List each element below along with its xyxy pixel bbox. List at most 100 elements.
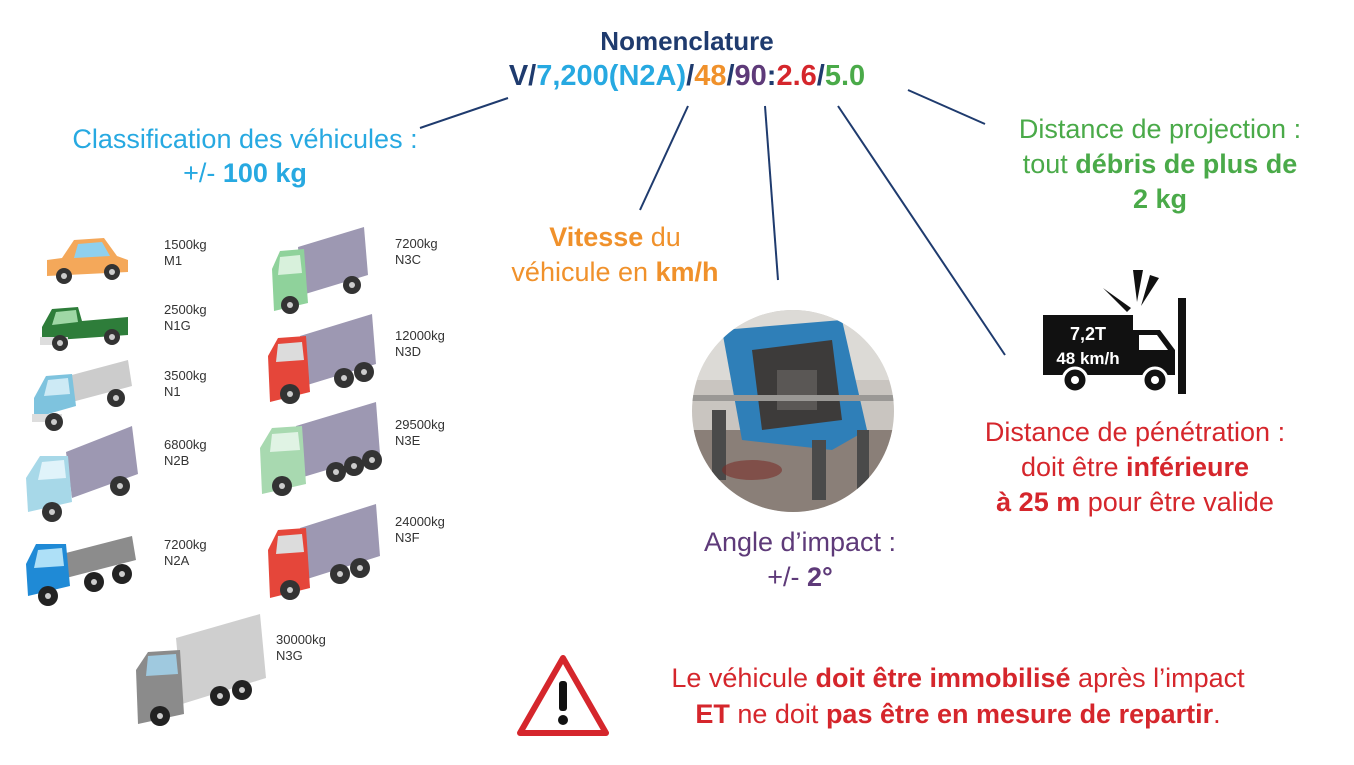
speed-text: Vitesse du véhicule en km/h: [470, 220, 760, 290]
vehicle-code: M1: [164, 253, 183, 268]
vehicle-code: N3G: [276, 648, 303, 663]
angle-line2: +/- 2°: [660, 560, 940, 595]
projection-line3: 2 kg: [970, 182, 1350, 217]
code-mass: 7,200(N2A): [536, 60, 687, 92]
vehicle-mass: 1500kg: [164, 237, 207, 252]
speed-bold2: km/h: [655, 257, 719, 287]
classification-line2: +/- 100 kg: [20, 156, 470, 190]
warning-bold1: doit être immobilisé: [815, 663, 1071, 693]
penetration-text1: doit être: [1020, 452, 1126, 482]
code-v: V: [508, 60, 529, 92]
warning-text2: après l’impact: [1070, 663, 1245, 693]
warning-line2: ET ne doit pas être en mesure de reparti…: [618, 696, 1298, 732]
warning-text4: .: [1213, 699, 1221, 729]
vehicle-mass: 2500kg: [164, 302, 207, 317]
classification-line1: Classification des véhicules :: [72, 124, 418, 154]
vehicle-mass: 30000kg: [276, 632, 326, 647]
penetration-bold1: inférieure: [1126, 452, 1250, 482]
penetration-text2: pour être valide: [1080, 487, 1274, 517]
vehicle-code: N1G: [164, 318, 191, 333]
vehicle-n2a-truck-icon: [26, 536, 136, 606]
vehicle-mass: 7200kg: [395, 236, 438, 251]
vehicle-code: N3F: [395, 530, 420, 545]
speed-bold1: Vitesse: [549, 222, 644, 252]
connector-penetration: [837, 105, 1006, 356]
code-speed: 48: [694, 60, 727, 92]
projection-bold1: débris de plus de: [1075, 149, 1298, 179]
vehicle-mass: 6800kg: [164, 437, 207, 452]
penetration-text: Distance de pénétration : doit être infé…: [935, 415, 1335, 520]
vehicle-mass: 24000kg: [395, 514, 445, 529]
penetration-bold2: à 25 m: [996, 487, 1081, 517]
vehicle-m1-car-icon: [47, 238, 128, 284]
warning-bold3: pas être en mesure de repartir: [825, 699, 1214, 729]
warning-bold2: ET: [695, 699, 730, 729]
vehicle-mass: 29500kg: [395, 417, 445, 432]
code-sep: :: [766, 60, 777, 92]
code-projection: 5.0: [824, 60, 866, 92]
speed-line2: véhicule en km/h: [470, 255, 760, 290]
code-penetration: 2.6: [776, 60, 817, 92]
vehicle-n3c-truck-icon: [272, 227, 368, 314]
truck-icon-mass: 7,2T: [1070, 324, 1106, 344]
classification-text: Classification des véhicules : +/- 100 k…: [20, 122, 470, 190]
crash-test-photo: [692, 310, 894, 512]
vehicle-n2b-truck-icon: [26, 426, 138, 522]
code-angle: 90: [734, 60, 767, 92]
vehicle-n1-light-truck-icon: [32, 360, 132, 431]
vehicle-mass: 7200kg: [164, 537, 207, 552]
penetration-line2: doit être inférieure: [935, 450, 1335, 485]
angle-prefix: +/-: [767, 562, 807, 592]
vehicle-code: N2A: [164, 553, 190, 568]
warning-triangle-icon: [517, 655, 609, 736]
penetration-line3: à 25 m pour être valide: [935, 485, 1335, 520]
projection-line1: Distance de projection :: [1018, 114, 1302, 144]
speed-text1: du: [643, 222, 681, 252]
vehicle-mass: 12000kg: [395, 328, 445, 343]
speed-text2: véhicule en: [511, 257, 656, 287]
speed-line1: Vitesse du: [470, 220, 760, 255]
warning-text3: ne doit: [729, 699, 826, 729]
projection-text: Distance de projection : tout débris de …: [970, 112, 1350, 217]
vehicle-n1g-pickup-icon: [40, 307, 128, 351]
nomenclature-title: Nomenclature: [600, 26, 774, 56]
warning-text: Le véhicule doit être immobilisé après l…: [618, 660, 1298, 732]
warning-text1: Le véhicule: [671, 663, 816, 693]
code-sep: /: [686, 60, 695, 92]
connector-projection: [907, 89, 986, 125]
vehicle-code: N3E: [395, 433, 421, 448]
classification-prefix: +/-: [183, 158, 223, 188]
code-sep: /: [528, 60, 537, 92]
vehicle-mass: 3500kg: [164, 368, 207, 383]
classification-value: 100 kg: [222, 158, 307, 188]
projection-line2: tout débris de plus de: [970, 147, 1350, 182]
connector-angle: [764, 105, 779, 281]
warning-line1: Le véhicule doit être immobilisé après l…: [618, 660, 1298, 696]
penetration-line1: Distance de pénétration :: [984, 417, 1286, 447]
angle-line1: Angle d’impact :: [703, 527, 897, 557]
vehicle-code: N1: [164, 384, 181, 399]
projection-bold2: 2 kg: [1132, 184, 1188, 214]
truck-icon-speed: 48 km/h: [1056, 349, 1119, 368]
vehicle-code: N3D: [395, 344, 422, 359]
code-sep: /: [816, 60, 825, 92]
vehicle-n3e-truck-icon: [260, 402, 382, 496]
nomenclature-code: V/7,200(N2A)/48/90:2.6/5.0: [437, 60, 937, 93]
truck-impact-icon: 7,2T 48 km/h: [1043, 270, 1186, 394]
vehicle-code: N2B: [164, 453, 190, 468]
angle-text: Angle d’impact : +/- 2°: [660, 525, 940, 595]
connector-speed: [639, 105, 689, 211]
vehicle-n3d-truck-icon: [268, 314, 376, 404]
vehicle-code: N3C: [395, 252, 422, 267]
vehicle-n3g-truck-icon: [136, 614, 266, 726]
